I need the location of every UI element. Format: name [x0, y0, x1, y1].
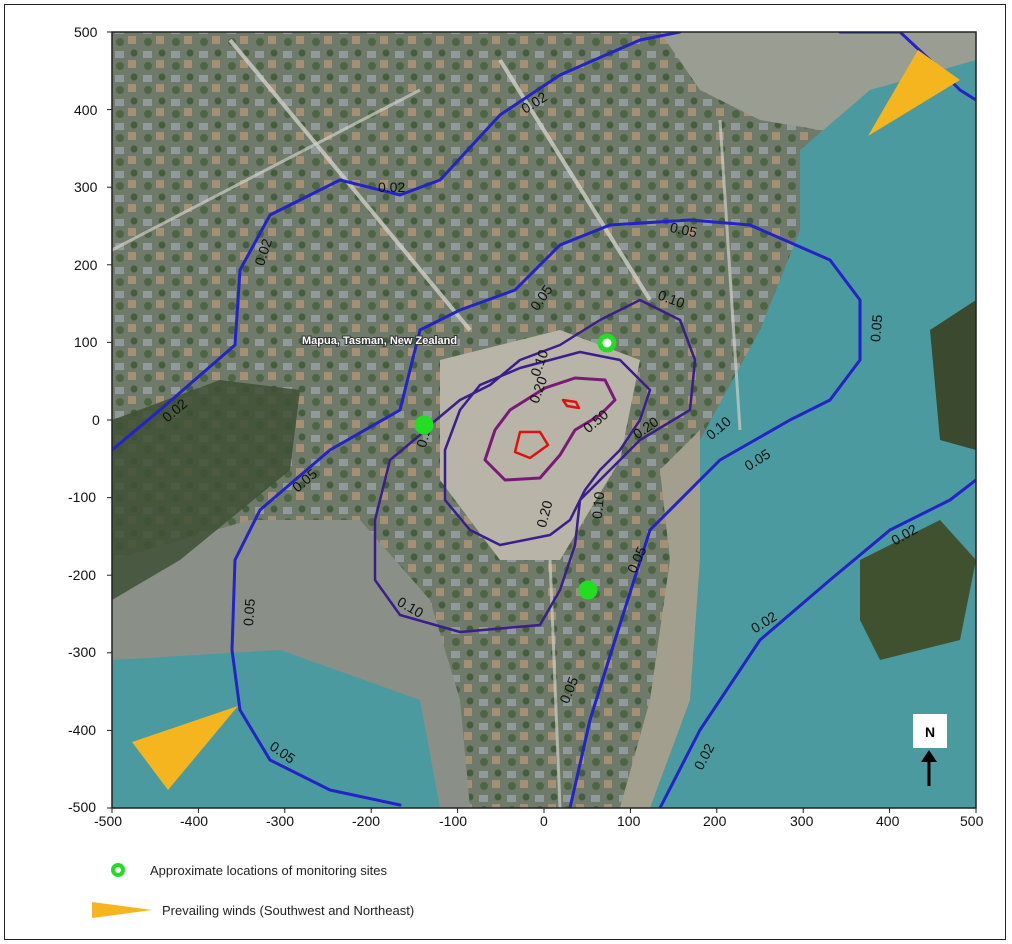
legend-monitoring-sites: Approximate locations of monitoring site…	[90, 858, 610, 882]
contour-label: 0.10	[589, 491, 607, 520]
x-axis: -500 -400 -300 -200 -100 0 100 200 300 4…	[94, 813, 984, 829]
contour-label: 0.05	[240, 598, 258, 627]
x-tick-label: 0	[540, 813, 548, 829]
x-tick-label: 200	[703, 813, 727, 829]
y-tick-label: 400	[74, 102, 98, 118]
contour-peak-a	[513, 430, 550, 460]
contour-0.10	[373, 298, 697, 634]
y-tick-label: -400	[68, 722, 96, 738]
aerial-image	[112, 32, 976, 808]
x-tick-label: 300	[790, 813, 814, 829]
contour-label: 0.05	[867, 314, 885, 343]
legend-prevailing-winds: Prevailing winds (Southwest and Northeas…	[90, 898, 610, 922]
x-tick-label: 500	[960, 813, 984, 829]
y-axis: 500 400 300 200 100 0 -100 -200 -300 -40…	[68, 24, 100, 815]
legend-label-prevailing-winds: Prevailing winds (Southwest and Northeas…	[162, 902, 415, 918]
monitoring-sites	[414, 333, 617, 600]
wind-arrow-legend-icon	[92, 902, 152, 918]
x-tick-label: -300	[266, 813, 294, 829]
y-tick-label: -100	[68, 489, 96, 505]
y-tick-label: -500	[68, 799, 96, 815]
contour-0.05	[230, 218, 862, 808]
x-tick-label: -200	[352, 813, 380, 829]
contour-label: 0.05	[669, 219, 699, 240]
north-label: N	[925, 724, 935, 740]
legend-label-monitoring-sites: Approximate locations of monitoring site…	[150, 862, 388, 878]
x-tick-label: -400	[180, 813, 208, 829]
north-arrowhead-icon	[921, 750, 937, 762]
y-tick-label: 500	[74, 24, 98, 40]
monitoring-site-west	[414, 415, 434, 435]
contour-label: 0.20	[533, 498, 556, 529]
contour-0.02-west	[112, 32, 682, 452]
contour-label: 0.02	[378, 179, 405, 195]
monitoring-site-south	[578, 580, 598, 600]
contour-0.20	[443, 350, 652, 547]
north-arrow-box	[913, 714, 947, 748]
x-tick-label: -100	[439, 813, 467, 829]
contour-0.02-east	[658, 478, 976, 808]
monitoring-site-north	[597, 333, 617, 353]
contour-peak-b	[561, 398, 581, 410]
x-tick-label: -500	[94, 813, 122, 829]
monitoring-site-legend-icon	[111, 863, 125, 877]
y-tick-label: 100	[74, 334, 98, 350]
contour-0.50	[483, 376, 617, 482]
wind-arrow-southwest	[132, 706, 238, 790]
y-tick-label: 200	[74, 257, 98, 273]
place-label: Mapua, Tasman, New Zealand	[302, 335, 457, 347]
x-tick-label: 400	[876, 813, 900, 829]
wind-arrow-northeast	[868, 50, 960, 136]
y-tick-label: -200	[68, 567, 96, 583]
y-tick-label: 0	[92, 412, 100, 428]
y-tick-label: -300	[68, 644, 96, 660]
x-tick-label: 100	[617, 813, 641, 829]
y-tick-label: 300	[74, 179, 98, 195]
